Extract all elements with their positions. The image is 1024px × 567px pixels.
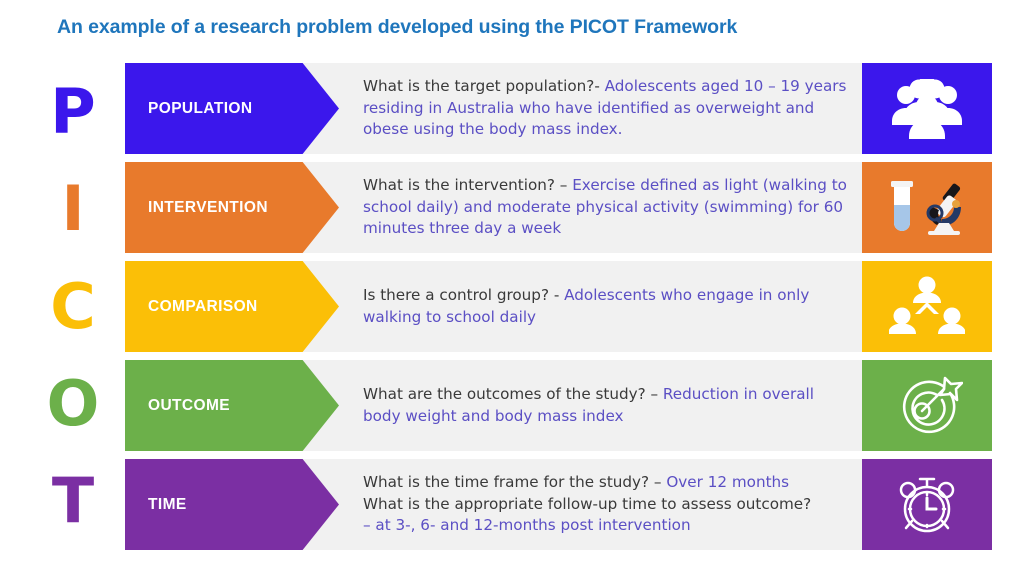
arrow-banner-time: TIME xyxy=(125,459,339,550)
row-answer-population: Adolescents aged 10 – 19 years residing … xyxy=(363,77,847,139)
picot-row-population: POPULATION What is the target population… xyxy=(125,63,992,154)
people-group-icon xyxy=(888,78,966,139)
arrow-banner-outcome: OUTCOME xyxy=(125,360,339,451)
row-question-intervention: What is the intervention? – xyxy=(363,176,568,195)
icon-tile-intervention xyxy=(862,162,992,253)
arrow-label-time: TIME xyxy=(148,495,187,513)
row-question-population: What is the target population?- xyxy=(363,77,600,96)
arrow-banner-intervention: INTERVENTION xyxy=(125,162,339,253)
arrow-banner-comparison: COMPARISON xyxy=(125,261,339,352)
arrow-shape xyxy=(125,360,339,451)
row-answer-intervention: Exercise defined as light (walking to sc… xyxy=(363,176,847,238)
picot-rows: POPULATION What is the target population… xyxy=(125,63,992,550)
icon-tile-time xyxy=(862,459,992,550)
target-arrow-icon xyxy=(891,373,963,439)
test-tube-microscope-icon xyxy=(875,177,979,239)
picot-row-comparison: COMPARISON Is there a control group? - A… xyxy=(125,261,992,352)
arrow-label-outcome: OUTCOME xyxy=(148,396,231,414)
icon-tile-population xyxy=(862,63,992,154)
row-question-outcome: What are the outcomes of the study? – xyxy=(363,384,659,403)
row-text-time: What is the time frame for the study? – … xyxy=(339,459,862,550)
arrow-shape xyxy=(125,63,339,154)
arrow-shape xyxy=(125,261,339,352)
arrow-shape xyxy=(125,162,339,253)
arrow-label-comparison: COMPARISON xyxy=(148,297,258,315)
arrow-label-intervention: INTERVENTION xyxy=(148,198,268,216)
picot-letter-c: C xyxy=(50,269,96,343)
row-answer-time: Over 12 months xyxy=(666,473,790,492)
row-text-population: What is the target population?- Adolesce… xyxy=(339,63,862,154)
row-text-comparison: Is there a control group? - Adolescents … xyxy=(339,261,862,352)
picot-letter-i: I xyxy=(61,172,85,246)
arrow-shape xyxy=(125,459,339,550)
picot-letter-p: P xyxy=(50,74,96,148)
row-answer-outcome: Reduction in overall body weight and bod… xyxy=(363,384,814,425)
row-question-comparison: Is there a control group? - xyxy=(363,285,560,304)
row-answer2-time: – at 3-, 6- and 12-months post intervent… xyxy=(363,516,691,535)
row-answer-comparison: Adolescents who engage in only walking t… xyxy=(363,285,810,326)
picot-row-intervention: INTERVENTION What is the intervention? –… xyxy=(125,162,992,253)
row-question-time: What is the time frame for the study? – xyxy=(363,473,662,492)
picot-letter-o: O xyxy=(46,366,100,440)
row-text-intervention: What is the intervention? – Exercise def… xyxy=(339,162,862,253)
arrow-label-population: POPULATION xyxy=(148,99,253,117)
picot-row-outcome: OUTCOME What are the outcomes of the stu… xyxy=(125,360,992,451)
icon-tile-comparison xyxy=(862,261,992,352)
picot-row-time: TIME What is the time frame for the stud… xyxy=(125,459,992,550)
picot-letter-t: T xyxy=(51,464,95,538)
arrow-banner-population: POPULATION xyxy=(125,63,339,154)
picot-letters-column: P I C O T xyxy=(27,63,119,550)
three-people-network-icon xyxy=(889,276,965,338)
page-title: An example of a research problem develop… xyxy=(57,16,738,38)
row-text-outcome: What are the outcomes of the study? – Re… xyxy=(339,360,862,451)
row-question2-time: What is the appropriate follow-up time t… xyxy=(363,494,812,513)
icon-tile-outcome xyxy=(862,360,992,451)
alarm-clock-icon xyxy=(894,472,960,538)
